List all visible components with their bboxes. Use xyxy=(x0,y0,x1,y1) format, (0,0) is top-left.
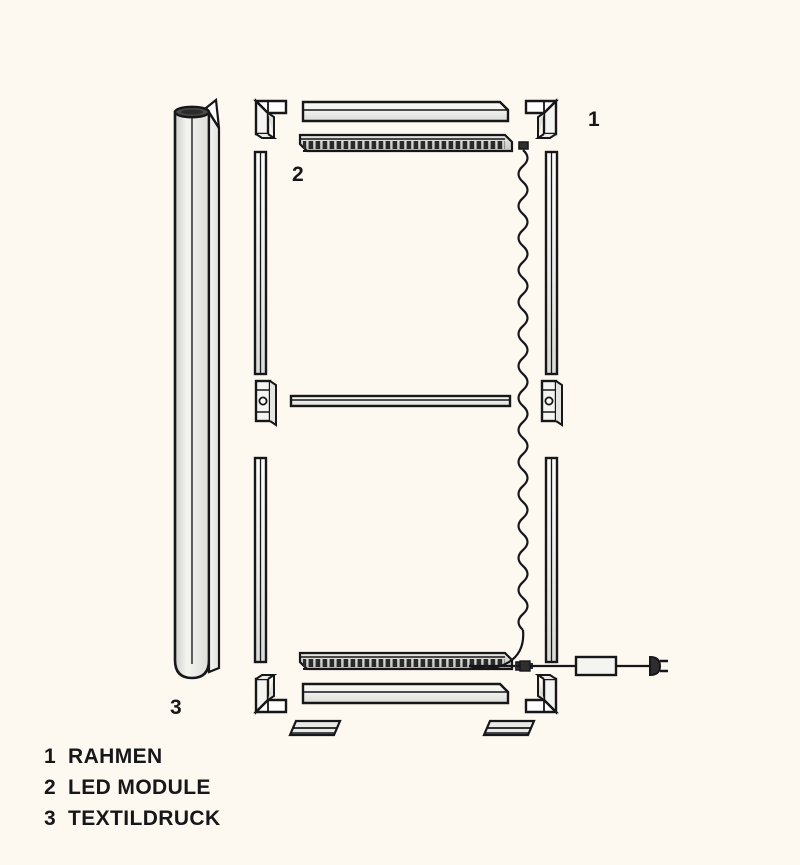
mid-connector-left xyxy=(254,379,277,427)
frame-bar-vertical-top-left xyxy=(253,150,268,376)
frame-bar-bottom xyxy=(301,682,510,705)
foot-left xyxy=(288,719,342,737)
mid-connector-right xyxy=(540,379,563,427)
legend: 1 RAHMEN 2 LED MODULE 3 TEXTILDRUCK xyxy=(44,745,374,838)
corner-bracket-bottom-left xyxy=(253,674,288,715)
frame-bar-vertical-bottom-left xyxy=(253,456,268,664)
callout-number-1: 1 xyxy=(588,108,600,131)
part-textildruck xyxy=(173,97,221,680)
legend-item-2: 2 LED MODULE xyxy=(44,776,374,807)
power-supply-assembly xyxy=(468,141,668,677)
frame-bar-top xyxy=(301,100,510,123)
legend-label-led-module: LED MODULE xyxy=(68,776,211,799)
legend-label-rahmen: RAHMEN xyxy=(68,745,163,768)
legend-number-1: 1 xyxy=(44,745,56,768)
legend-item-1: 1 RAHMEN xyxy=(44,745,374,776)
callout-number-3: 3 xyxy=(170,696,182,719)
part-led-module-bottom xyxy=(298,651,514,671)
legend-item-3: 3 TEXTILDRUCK xyxy=(44,807,374,838)
frame-bar-vertical-bottom-right xyxy=(544,456,559,664)
corner-bracket-bottom-right xyxy=(524,674,559,715)
part-led-module-top xyxy=(298,133,514,153)
legend-number-2: 2 xyxy=(44,776,56,799)
corner-bracket-top-left xyxy=(253,98,288,139)
frame-bar-vertical-top-right xyxy=(544,150,559,376)
corner-bracket-top-right xyxy=(524,98,559,139)
frame-bar-middle xyxy=(289,394,512,408)
foot-right xyxy=(482,719,536,737)
callout-number-2: 2 xyxy=(292,163,304,186)
legend-label-textildruck: TEXTILDRUCK xyxy=(68,807,221,830)
legend-number-3: 3 xyxy=(44,807,56,830)
